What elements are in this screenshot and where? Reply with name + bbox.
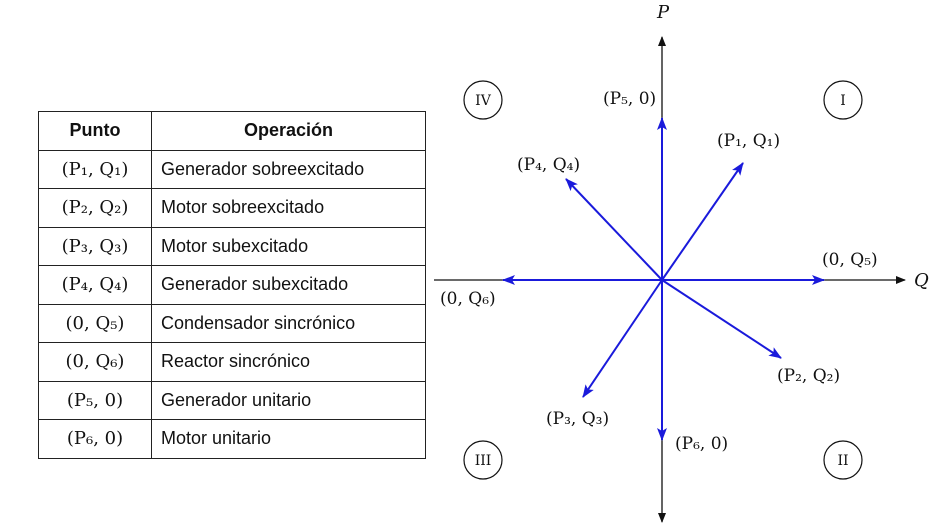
operation-cell: Generador subexcitado: [151, 265, 426, 305]
vector-p1q1: [661, 162, 744, 281]
header-punto: Punto: [38, 111, 152, 151]
operation-cell: Motor sobreexcitado: [151, 188, 426, 228]
table-row: (P₅, 0)Generador unitario: [38, 380, 426, 420]
point-cell: (0, Q₅): [38, 303, 152, 343]
table-row: (0, Q₅)Condensador sincrónico: [38, 303, 426, 343]
quadrant-label-ii: II: [823, 440, 863, 480]
quadrant-iv-text: IV: [475, 93, 492, 109]
vector-label-p60: (P₆, 0): [675, 434, 728, 454]
vector-label-p1q1: (P₁, Q₁): [717, 131, 780, 151]
vector-label-p3q3: (P₃, Q₃): [546, 409, 609, 429]
quadrant-label-iv: IV: [463, 80, 503, 120]
table-row: (P₆, 0)Motor unitario: [38, 419, 426, 459]
operation-cell: Motor unitario: [151, 419, 426, 459]
operation-cell: Reactor sincrónico: [151, 342, 426, 382]
table-header-row: Punto Operación: [38, 111, 426, 151]
header-operacion: Operación: [151, 111, 426, 151]
point-cell: (P₆, 0): [38, 419, 152, 459]
vector-label-p2q2: (P₂, Q₂): [777, 366, 840, 386]
point-cell: (P₃, Q₃): [38, 226, 152, 266]
operation-cell: Motor subexcitado: [151, 226, 426, 266]
vector-label-0q6: (0, Q₆): [440, 289, 496, 309]
vector-label-p4q4: (P₄, Q₄): [517, 155, 580, 175]
point-cell: (0, Q₆): [38, 342, 152, 382]
vector-p4q4: [565, 178, 663, 281]
operation-cell: Condensador sincrónico: [151, 303, 426, 343]
operation-table: Punto Operación (P₁, Q₁)Generador sobree…: [38, 111, 426, 459]
point-cell: (P₄, Q₄): [38, 265, 152, 305]
operation-cell: Generador sobreexcitado: [151, 149, 426, 189]
quadrant-ii-text: II: [837, 453, 848, 469]
quadrant-i-text: I: [840, 93, 846, 109]
table-row: (P₃, Q₃)Motor subexcitado: [38, 226, 426, 266]
quadrant-iii-text: III: [475, 453, 492, 469]
vector-p2q2: [661, 279, 782, 359]
axis-p-label: P: [656, 2, 670, 23]
table-row: (P₁, Q₁)Generador sobreexcitado: [38, 149, 426, 189]
quadrant-label-i: I: [823, 80, 863, 120]
table-row: (P₄, Q₄)Generador subexcitado: [38, 265, 426, 305]
vector-label-p50: (P₅, 0): [603, 89, 656, 109]
table-row: (P₂, Q₂)Motor sobreexcitado: [38, 188, 426, 228]
vector-p3q3: [582, 279, 663, 398]
vector-label-0q5: (0, Q₅): [822, 250, 878, 270]
table-row: (0, Q₆)Reactor sincrónico: [38, 342, 426, 382]
operation-cell: Generador unitario: [151, 380, 426, 420]
point-cell: (P₅, 0): [38, 380, 152, 420]
quadrant-label-iii: III: [463, 440, 503, 480]
axis-q-label: Q: [914, 270, 929, 291]
